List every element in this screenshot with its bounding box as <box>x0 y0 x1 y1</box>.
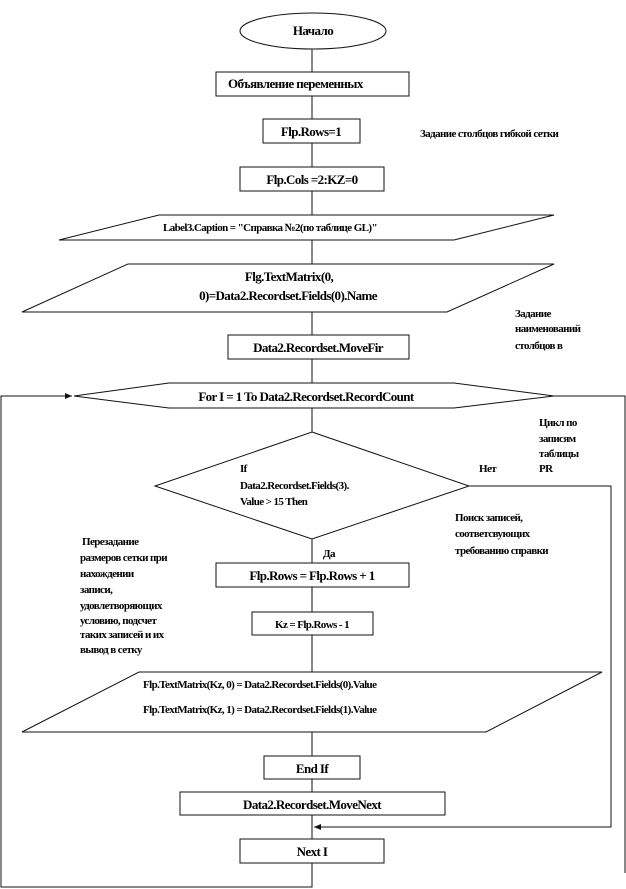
start-label: Начало <box>293 23 333 38</box>
if-line-3: Value > 15 Then <box>240 496 308 508</box>
yes-label: Да <box>323 548 336 560</box>
loop-note: Цикл по записям таблицы PR <box>539 417 580 475</box>
for-loop-hexagon <box>73 382 555 409</box>
connectors <box>0 49 626 888</box>
declare-label: Объявление переменных <box>228 76 364 91</box>
note-line: нахождении <box>80 568 135 580</box>
header-io-box <box>21 263 555 313</box>
move-first-box <box>227 334 410 360</box>
matrix-line-2: Flp.TextMatrix(Kz, 1) = Data2.Recordset.… <box>143 704 377 716</box>
note-line: записи, <box>80 584 113 596</box>
move-first-label: Data2.Recordset.MoveFir <box>253 340 384 355</box>
note-line: таких записей и их <box>80 629 165 641</box>
rows-inc-box <box>215 562 410 588</box>
rows-inc-label: Flp.Rows = Flp.Rows + 1 <box>249 568 374 583</box>
note-line: Поиск записей, <box>455 512 523 524</box>
no-label: Нет <box>479 463 497 475</box>
move-next-box <box>179 791 446 816</box>
note-line: записям <box>539 433 577 445</box>
note-line: столбцов в <box>515 340 563 352</box>
if-line-2: Data2.Recordset.Fields(3). <box>240 480 350 492</box>
loop-back-connector <box>0 393 313 888</box>
next-i-label: Next I <box>297 844 328 859</box>
search-note: Поиск записей, соответсвующих требованию… <box>455 512 550 557</box>
cols-note: Задание столбцов гибкой сетки <box>420 128 560 140</box>
end-if-box <box>263 755 361 780</box>
header-line-2: 0)=Data2.Recordset.Fields(0).Name <box>199 288 378 303</box>
names-note: Задание наименований столбцов в <box>515 308 582 352</box>
note-line: наименований <box>515 323 582 335</box>
if-line-1: If <box>240 463 248 475</box>
if-decision-diamond <box>153 431 471 540</box>
next-i-box <box>239 838 385 864</box>
move-next-label: Data2.Recordset.MoveNext <box>243 797 382 812</box>
resize-note: Перезадание размеров сетки при нахождени… <box>80 536 169 656</box>
note-line: Перезадание <box>82 536 139 548</box>
no-branch-connector <box>314 485 612 830</box>
kz-label: Kz = Flp.Rows - 1 <box>275 619 349 631</box>
matrix-line-1: Flp.TextMatrix(Kz, 0) = Data2.Recordset.… <box>143 679 377 691</box>
matrix-io-box <box>21 671 603 733</box>
cols-init-label: Flp.Cols =2:KZ=0 <box>266 172 357 187</box>
header-line-1: Flg.TextMatrix(0, <box>245 269 334 284</box>
end-if-label: End If <box>296 761 329 776</box>
note-line: условию, подсчет <box>80 615 157 627</box>
note-line: таблицы <box>539 448 580 460</box>
note-line: Задание <box>515 308 551 320</box>
note-line: Цикл по <box>539 417 578 429</box>
start-terminal <box>239 12 387 50</box>
caption-io-box <box>58 214 555 241</box>
rows-init-box <box>262 118 361 144</box>
note-line: требованию справки <box>455 545 549 557</box>
note-line: соответсвующих <box>455 528 531 540</box>
note-line: вывод в сетку <box>80 644 143 656</box>
note-line: размеров сетки при <box>80 552 168 564</box>
loop-exit-connector <box>554 395 626 873</box>
caption-label: Label3.Caption = "Справка №2(по таблице … <box>163 222 377 234</box>
cols-init-box <box>239 166 385 192</box>
note-line: удовлетворяющих <box>80 600 163 612</box>
kz-box <box>251 611 374 636</box>
note-line: PR <box>539 463 554 475</box>
for-loop-label: For I = 1 To Data2.Recordset.RecordCount <box>198 389 415 404</box>
declare-box <box>215 71 410 97</box>
rows-init-label: Flp.Rows=1 <box>281 124 341 139</box>
